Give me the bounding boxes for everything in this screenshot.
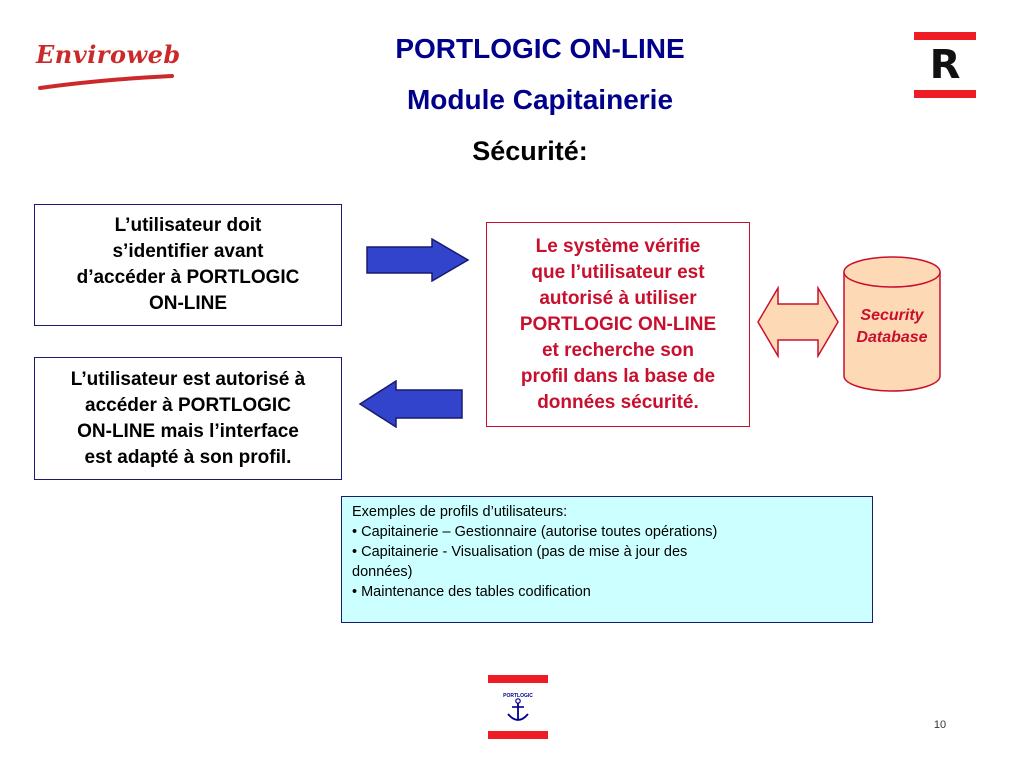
system-line: que l’utilisateur est [531, 261, 705, 283]
security-database: Security Database [842, 256, 942, 394]
database-cylinder-icon [843, 256, 941, 392]
authorized-line: est adapté à son profil. [84, 446, 292, 468]
system-check-box: Le système vérifie que l’utilisateur est… [486, 222, 750, 427]
examples-item: données) [352, 564, 413, 580]
arrow-right-icon [366, 238, 470, 282]
system-line: autorisé à utiliser [539, 287, 697, 309]
database-label: Security [860, 307, 924, 324]
database-label: Database [856, 329, 928, 346]
system-check-text: Le système vérifie que l’utilisateur est… [520, 234, 716, 416]
anchor-icon: PORTLOGIC [488, 675, 548, 739]
enviroweb-logo-text: Enviroweb [36, 40, 181, 69]
identify-box-text: L’utilisateur doit s’identifier avant d’… [77, 213, 300, 317]
examples-item: • Maintenance des tables codification [352, 584, 591, 600]
portlogic-anchor-logo: PORTLOGIC [488, 675, 548, 739]
examples-item: • Capitainerie – Gestionnaire (autorise … [352, 524, 718, 540]
identify-line: ON-LINE [148, 293, 228, 314]
system-line: Le système vérifie [535, 235, 701, 257]
authorized-box-text: L’utilisateur est autorisé à accéder à P… [71, 367, 305, 471]
system-line: PORTLOGIC ON-LINE [519, 313, 717, 335]
authorized-line: accéder à PORTLOGIC [85, 394, 291, 416]
r-corner-logo: R [914, 32, 976, 98]
r-logo-top-bar [914, 32, 976, 40]
identify-line: d’accéder à PORTLOGIC [76, 267, 300, 288]
svg-text:PORTLOGIC: PORTLOGIC [503, 693, 533, 699]
double-arrow-icon [757, 286, 839, 358]
r-logo-bottom-bar [914, 90, 976, 98]
profile-examples-box: Exemples de profils d’utilisateurs: • Ca… [341, 496, 873, 623]
page-subtitle: Module Capitainerie [406, 84, 674, 115]
identify-box: L’utilisateur doit s’identifier avant d’… [34, 204, 342, 326]
enviroweb-logo: Enviroweb [32, 34, 182, 104]
system-line: profil dans la base de [520, 365, 716, 387]
r-logo-letter: R [929, 42, 961, 88]
system-line: données sécurité. [537, 391, 699, 413]
page-number: 10 [933, 719, 947, 731]
identify-line: L’utilisateur doit [114, 215, 262, 236]
arrow-left-icon [358, 380, 463, 428]
authorized-line: ON-LINE mais l’interface [77, 420, 299, 442]
authorized-line: L’utilisateur est autorisé à [70, 368, 306, 390]
authorized-box: L’utilisateur est autorisé à accéder à P… [34, 357, 342, 480]
examples-heading: Exemples de profils d’utilisateurs: [352, 504, 568, 520]
identify-line: s’identifier avant [112, 241, 264, 262]
system-line: et recherche son [541, 339, 695, 361]
examples-item: • Capitainerie - Visualisation (pas de m… [352, 544, 688, 560]
page-title: PORTLOGIC ON-LINE [395, 33, 685, 64]
section-heading: Sécurité: [472, 136, 588, 166]
enviroweb-logo-underline [38, 74, 174, 90]
